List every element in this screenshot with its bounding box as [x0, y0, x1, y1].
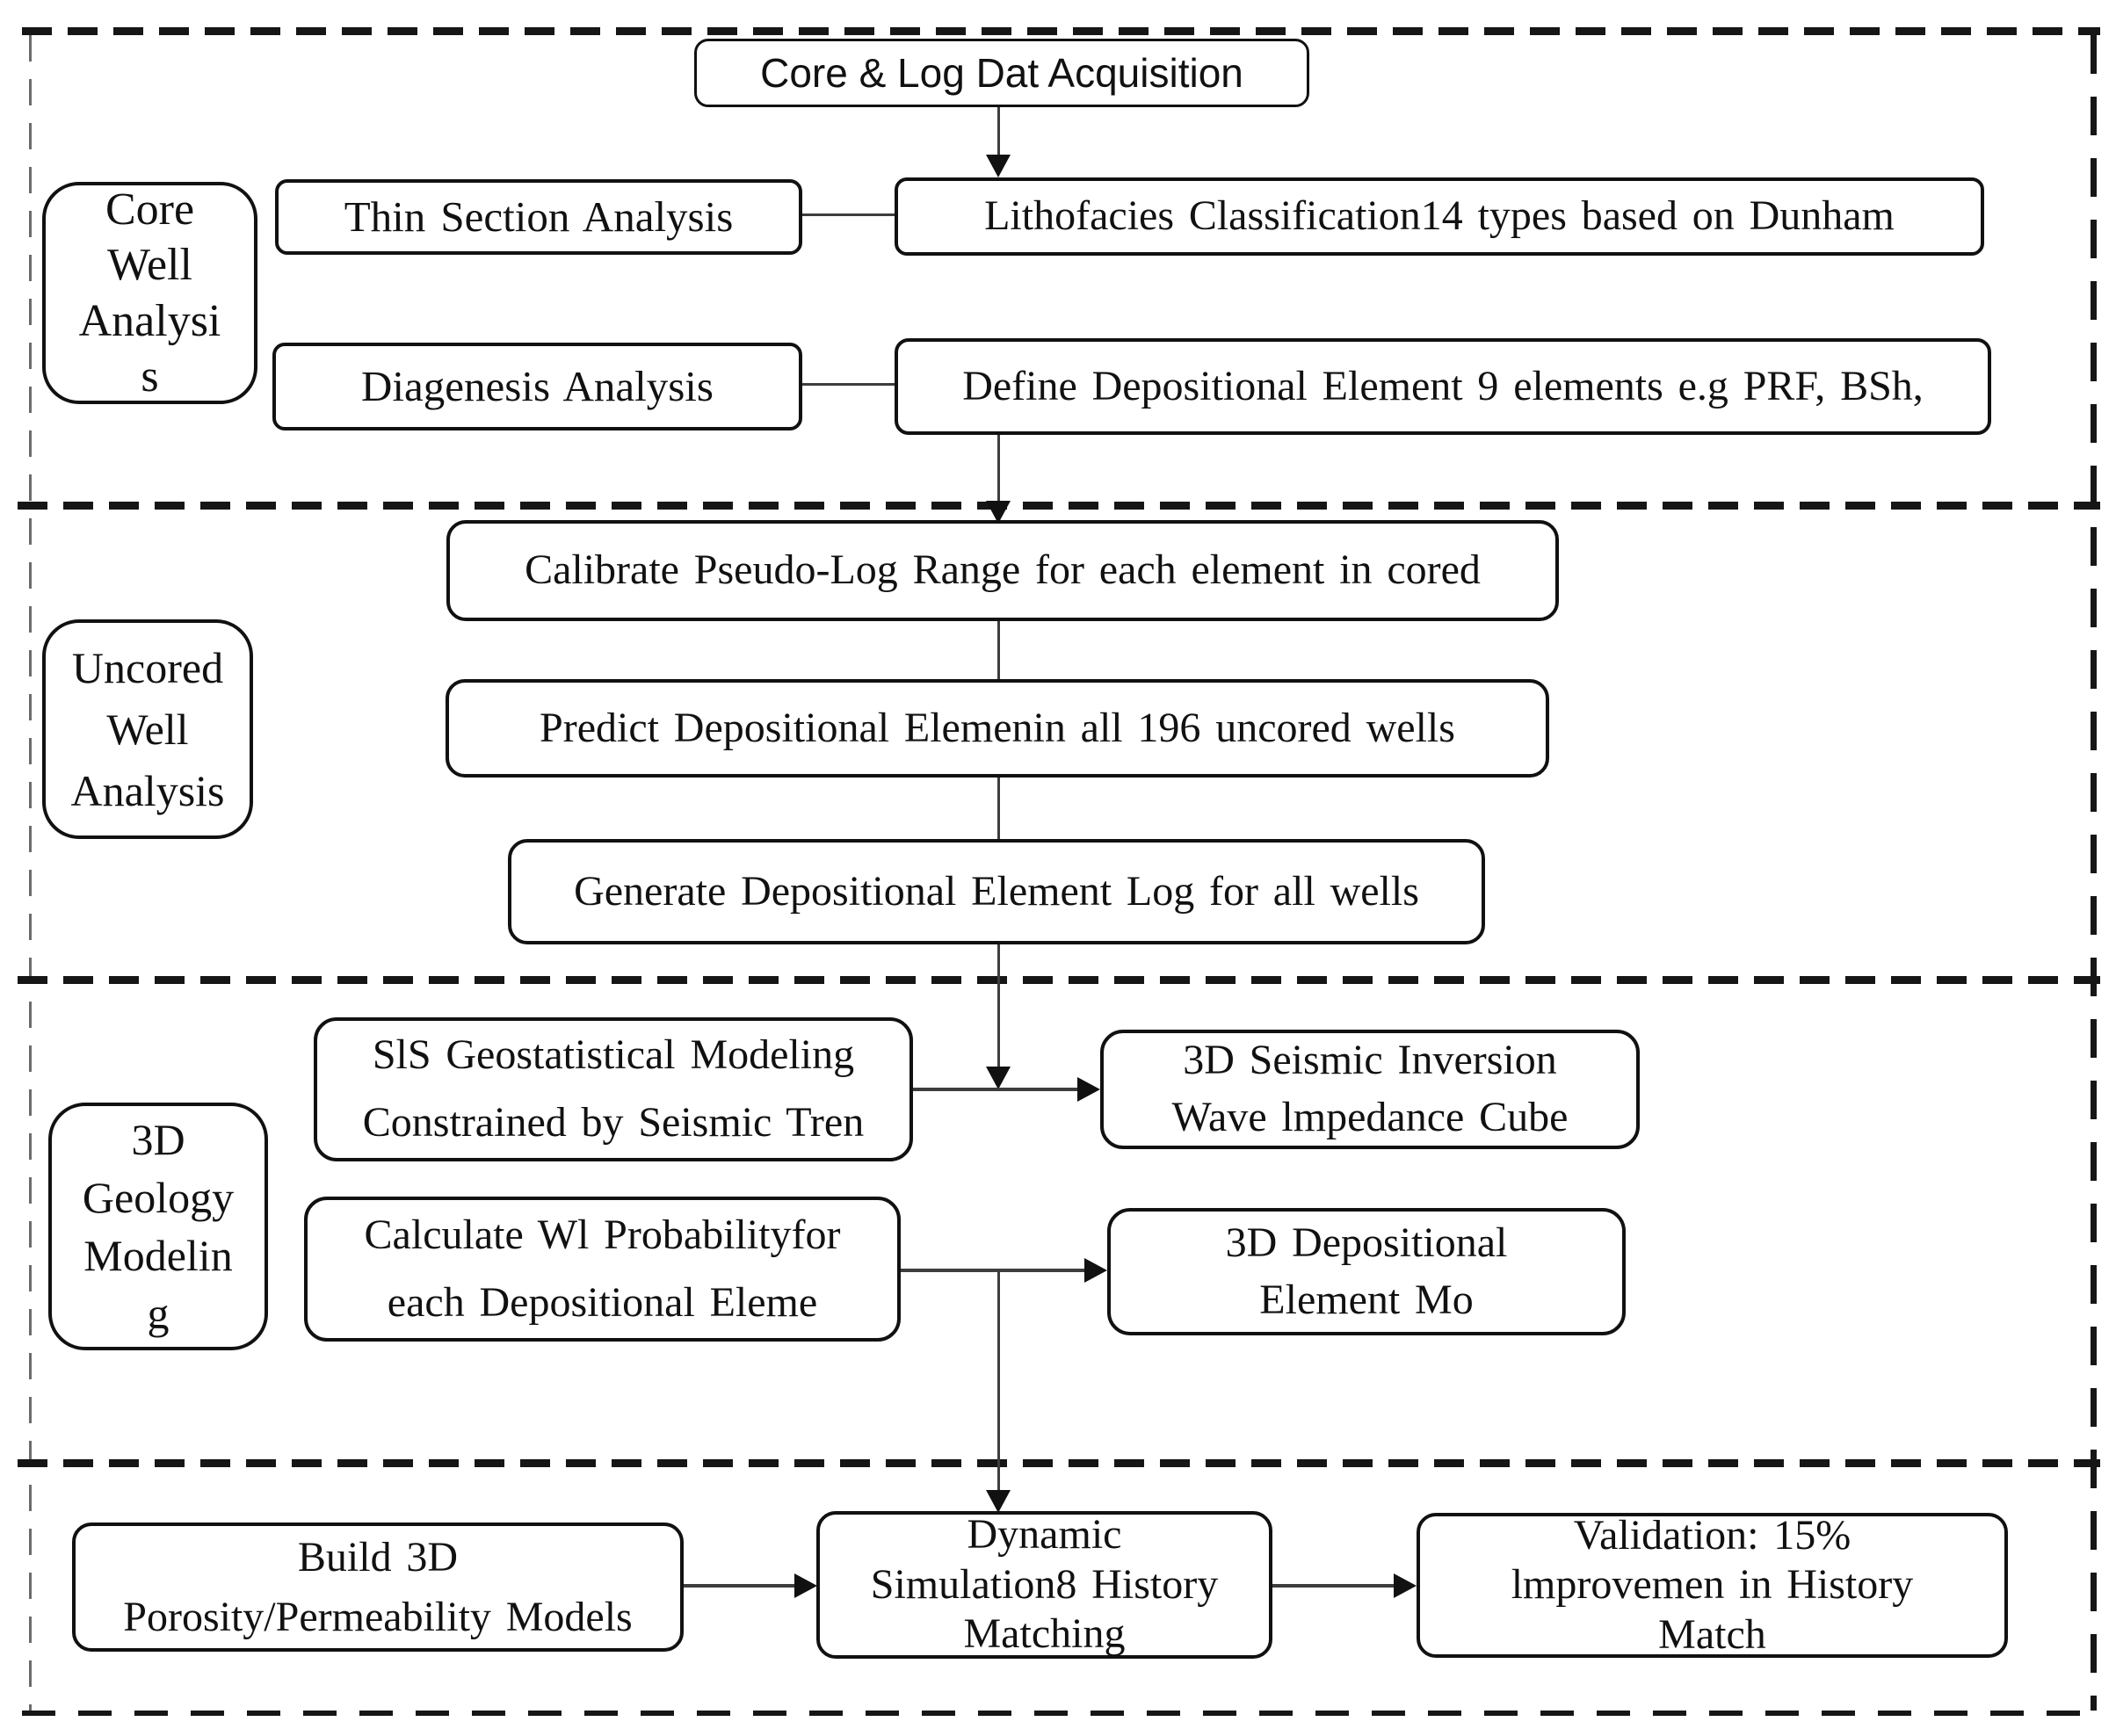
frame-right-dashed-line	[2091, 35, 2097, 1711]
node-3d-seismic-inversion: 3D Seismic Inversion Wave lmpedance Cube	[1100, 1030, 1640, 1149]
node-calculate-wl-probability: Calculate Wl Probabilityfor each Deposit…	[304, 1197, 901, 1342]
node-dynamic-simulation-history-matching: Dynamic Simulation8 History Matching	[816, 1511, 1272, 1659]
arrowhead-onto-seismic-link	[986, 1067, 1011, 1089]
link-sis-to-seismic-inversion	[913, 1088, 1080, 1091]
connector-title-to-lithofacies	[997, 107, 1000, 160]
arrowhead-into-seismic-inversion	[1077, 1077, 1100, 1102]
arrowhead-into-lithofacies	[986, 155, 1011, 177]
link-diagenesis-to-define	[802, 383, 895, 386]
section-divider-1	[18, 502, 2100, 510]
arrowhead-into-depositional-model	[1084, 1258, 1107, 1283]
node-build-porosity-permeability-models: Build 3D Porosity/Permeability Models	[72, 1523, 684, 1652]
frame-bottom-dashed-line	[22, 1711, 2096, 1716]
node-validation-history-match: Validation: 15% lmprovemen in History Ma…	[1417, 1512, 2008, 1658]
node-lithofacies-classification: Lithofacies Classification14 types based…	[895, 177, 1984, 256]
arrowhead-into-dynamic	[794, 1573, 817, 1598]
section-label-uncored-well-analysis: Uncored Well Analysis	[42, 619, 253, 839]
section-label-core-well-analysis: Core Well Analysi s	[42, 182, 257, 404]
arrowhead-into-calibrate	[986, 501, 1011, 524]
section-divider-3	[18, 1459, 2100, 1467]
node-define-depositional-elements: Define Depositional Element 9 elements e…	[895, 338, 1991, 435]
connector-generate-down	[997, 944, 1000, 1067]
node-3d-depositional-element-model: 3D Depositional Element Mo	[1107, 1208, 1626, 1335]
section-divider-2	[18, 976, 2100, 984]
connector-predict-to-generate	[997, 778, 1000, 839]
node-generate-depositional-log: Generate Depositional Element Log for al…	[508, 839, 1485, 944]
node-predict-depositional-element: Predict Depositional Elemenin all 196 un…	[446, 679, 1549, 778]
node-thin-section-analysis: Thin Section Analysis	[275, 179, 802, 255]
node-diagenesis-analysis: Diagenesis Analysis	[272, 343, 802, 430]
connector-to-dynamic-simulation	[997, 1269, 1000, 1490]
section-label-3d-geology-modeling: 3D Geology Modelin g	[48, 1103, 268, 1350]
link-build-to-dynamic	[684, 1584, 796, 1588]
arrowhead-into-validation	[1394, 1573, 1417, 1598]
connector-define-to-calibrate	[997, 435, 1000, 503]
link-thin-section-to-lithofacies	[802, 213, 895, 216]
node-sis-geostatistical-modeling: SlS Geostatistical Modeling Constrained …	[314, 1017, 913, 1161]
link-dynamic-to-validation	[1272, 1584, 1394, 1588]
node-calibrate-pseudo-log: Calibrate Pseudo-Log Range for each elem…	[446, 520, 1559, 621]
link-calc-to-depositional-model	[901, 1269, 1085, 1272]
arrowhead-into-dynamic-simulation	[986, 1490, 1011, 1513]
frame-left-dashed-line	[29, 35, 32, 1711]
node-core-log-acquisition: Core & Log Dat Acquisition	[694, 39, 1309, 107]
connector-calibrate-to-predict	[997, 621, 1000, 679]
frame-top-dashed-line	[22, 27, 2100, 35]
